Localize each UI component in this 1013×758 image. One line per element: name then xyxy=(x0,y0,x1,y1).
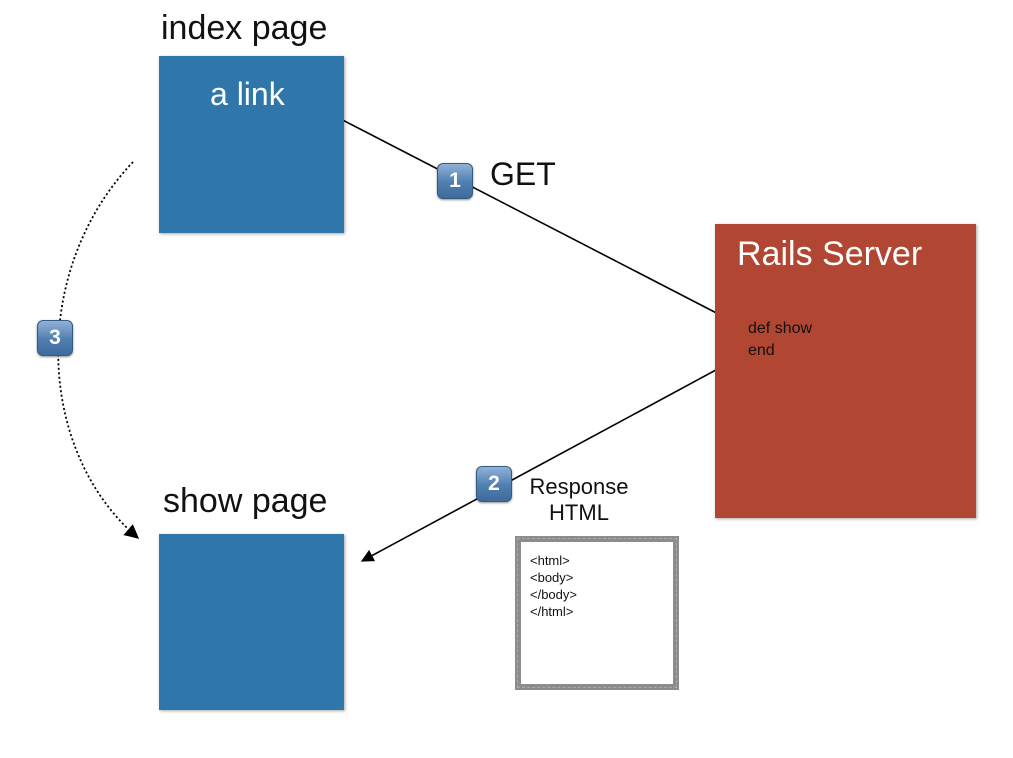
rails-server-title: Rails Server xyxy=(737,235,923,273)
html-code-line: <html> xyxy=(530,553,570,568)
index-page-box: a link xyxy=(159,56,344,233)
response-label: Response HTML xyxy=(519,474,639,526)
html-document-box: <html> <body> </body> </html> xyxy=(515,536,679,690)
html-code-line: <body> xyxy=(530,570,574,585)
code-line: def show xyxy=(748,320,813,337)
html-code-line: </html> xyxy=(530,604,574,619)
response-arrow xyxy=(360,363,728,562)
response-label-line: Response xyxy=(529,474,629,499)
show-page-title: show page xyxy=(163,482,328,520)
get-label: GET xyxy=(490,156,556,192)
step-3-badge: 3 xyxy=(37,320,73,356)
link-label[interactable]: a link xyxy=(210,76,285,112)
step-1-badge: 1 xyxy=(437,163,473,199)
response-label-line: HTML xyxy=(549,500,609,525)
html-document-code: <html> <body> </body> </html> xyxy=(530,552,577,620)
html-code-line: </body> xyxy=(530,587,577,602)
get-request-arrow xyxy=(299,97,732,321)
navigate-arrow xyxy=(57,161,140,539)
server-code: def show end xyxy=(748,318,812,362)
index-page-title: index page xyxy=(161,9,328,47)
step-2-badge: 2 xyxy=(476,466,512,502)
rails-server-box: Rails Server def show end xyxy=(715,224,976,518)
code-line: end xyxy=(748,342,775,359)
show-page-box xyxy=(159,534,344,710)
